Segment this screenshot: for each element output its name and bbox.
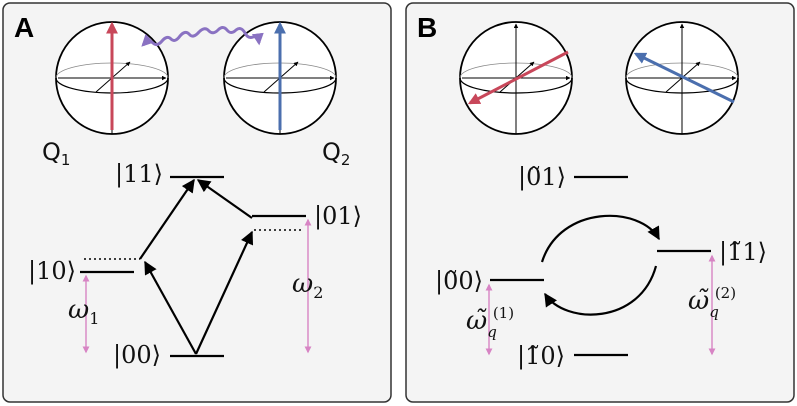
freq-label-omega2: ω2 [292, 269, 323, 302]
bloch-sphere-q1 [55, 21, 169, 135]
qubit-label-q2: Q2 [322, 138, 350, 169]
state-vector-red-b [467, 50, 569, 105]
freq-label-omega1: ω1 [68, 295, 99, 328]
exchange-arrow-lower [544, 265, 658, 316]
transition-10-11 [139, 178, 195, 260]
panel-b-letter: B [417, 12, 437, 43]
bloch-sphere-b1 [459, 21, 573, 135]
level-label-10: |10⟩ [28, 257, 76, 286]
transition-00-10 [144, 260, 197, 355]
dressed-label-00: |0̃0⟩ [435, 267, 483, 296]
panel-a-letter: A [14, 12, 34, 43]
dressed-label-01: |0̃1⟩ [518, 163, 566, 192]
state-vector-blue-b [633, 52, 735, 104]
bloch-sphere-b2 [625, 21, 739, 135]
dressed-label-11: |1̃1⟩ [719, 238, 767, 267]
level-label-11: |11⟩ [115, 160, 163, 189]
freq-label-omega-q1: ω̃q(1) [466, 304, 514, 341]
transition-00-01 [195, 230, 254, 355]
bloch-sphere-q2 [223, 21, 337, 135]
photon-exchange [141, 26, 264, 47]
exchange-arrow-upper [540, 214, 660, 263]
qubit-label-q1: Q1 [42, 138, 70, 169]
panel-b: B |0̃1⟩ |0̃0⟩ [405, 2, 795, 403]
level-label-01: |01⟩ [314, 202, 362, 231]
freq-label-omega-q2: ω̃q(2) [688, 284, 736, 321]
transition-01-11 [196, 179, 253, 219]
panel-a: A Q1 Q2 [2, 2, 392, 403]
level-label-00: |00⟩ [113, 341, 161, 370]
dressed-label-10: |1̃0⟩ [517, 342, 565, 371]
